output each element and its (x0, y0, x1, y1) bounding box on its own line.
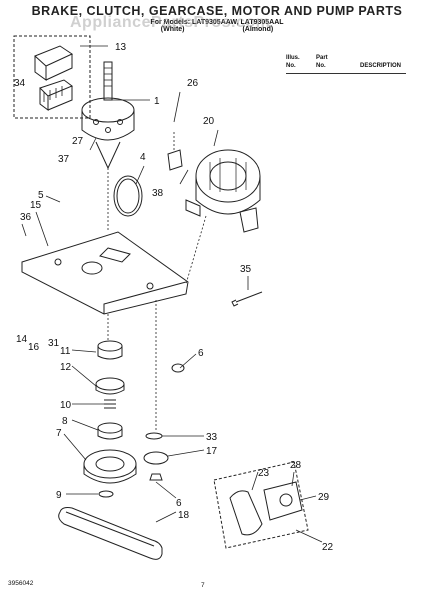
part-20-motor-body (195, 176, 261, 215)
callout-37: 37 (58, 154, 70, 165)
table-rule (286, 73, 406, 74)
part-4-belt (113, 175, 143, 217)
callout-23: 23 (258, 468, 270, 479)
description-header: DESCRIPTION (360, 63, 402, 69)
part-box-22 (213, 461, 309, 549)
model-colors: (White) (Almond) (0, 26, 434, 33)
callout-8: 8 (62, 416, 68, 427)
callout-10: 10 (60, 400, 72, 411)
illus-header-1: Illus. (286, 55, 300, 61)
part-28-pump (263, 481, 303, 521)
color-white: (White) (160, 26, 185, 33)
callout-28: 28 (290, 460, 302, 471)
callout-17: 17 (206, 446, 218, 457)
part-9-washer (98, 490, 114, 498)
callout-34: 34 (14, 78, 26, 89)
callout-7: 7 (56, 428, 62, 439)
watermark: AppliancePartsPros.com (70, 14, 271, 31)
part-6-nut (171, 363, 185, 373)
callout-13: 13 (115, 42, 127, 53)
callout-29: 29 (318, 492, 330, 503)
document-number: 3956042 (8, 580, 34, 587)
part-35-bolt (231, 291, 263, 307)
illus-header-2: No. (286, 63, 296, 69)
callout-36: 36 (20, 212, 32, 223)
part-34-relay (39, 79, 73, 111)
callout-15: 15 (30, 200, 42, 211)
callout-22: 22 (322, 542, 334, 553)
callout-18: 18 (178, 510, 190, 521)
part-15-mounting-plate (21, 231, 189, 315)
part-8-collar (97, 422, 123, 434)
callout-6: 6 (198, 348, 204, 359)
parts-table-header: Illus. Part No. No. DESCRIPTION (286, 54, 401, 70)
part-34-clip (34, 45, 74, 81)
part-1-gearcase-body (81, 110, 135, 141)
callout-4: 4 (140, 152, 146, 163)
callout-9: 9 (56, 490, 62, 501)
part-12-ring (95, 377, 125, 391)
page-number: 7 (201, 582, 205, 589)
callout-12: 12 (60, 362, 72, 373)
callout-5: 5 (38, 190, 44, 201)
part-11-clutch-cover (97, 346, 123, 360)
part-10-spring (104, 399, 116, 409)
diagram-title: BRAKE, CLUTCH, GEARCASE, MOTOR AND PUMP … (31, 4, 403, 18)
callout-33: 33 (206, 432, 218, 443)
callout-16: 16 (28, 342, 40, 353)
callout-35: 35 (240, 264, 252, 275)
callout-11: 11 (60, 346, 71, 357)
part-17-pulley (143, 451, 169, 465)
part-6-lower-nut (149, 473, 163, 481)
part-38-bracket (167, 149, 183, 171)
callout-20: 20 (203, 116, 215, 127)
part-23-hose (229, 490, 263, 536)
callout-38: 38 (152, 188, 164, 199)
part-18-pump-belt (58, 507, 163, 560)
callout-31: 31 (48, 338, 60, 349)
part-header-2: No. (316, 63, 326, 69)
part-header-1: Part (316, 55, 328, 61)
part-7-pulley (83, 449, 137, 479)
callout-1: 1 (154, 96, 160, 107)
callout-numbers: 13 34 26 1 20 27 37 4 38 5 36 15 35 14 1… (14, 42, 334, 553)
callout-6-lower: 6 (176, 498, 182, 509)
callout-27: 27 (72, 136, 84, 147)
color-almond: (Almond) (242, 26, 274, 33)
part-20-motor-front (195, 149, 261, 203)
part-box-34 (13, 35, 91, 119)
callout-14: 14 (16, 334, 28, 345)
model-numbers: For Models: LAT9305AAW, LAT9305AAL (150, 19, 284, 26)
callout-26: 26 (187, 78, 199, 89)
part-33-washer (145, 432, 163, 440)
diagram-header: BRAKE, CLUTCH, GEARCASE, MOTOR AND PUMP … (0, 4, 434, 33)
